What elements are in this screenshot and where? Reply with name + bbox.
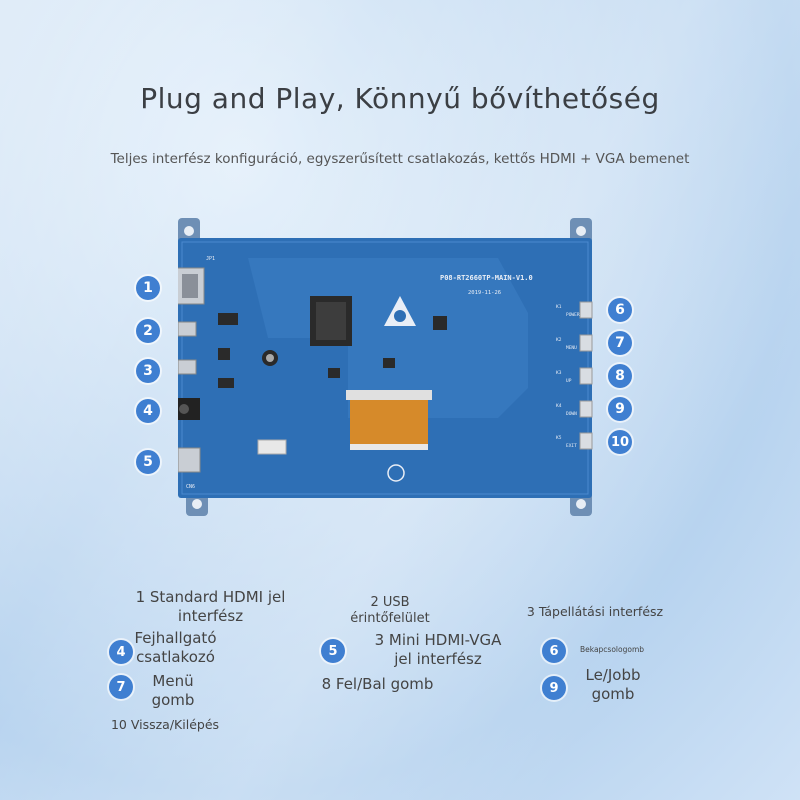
badge-10: 10 (608, 430, 632, 454)
board-date-text: 2019-11-26 (468, 290, 501, 296)
badge-3: 3 (136, 359, 160, 383)
legend-2: 2 USB érintőfelület (350, 595, 430, 627)
badge-9: 9 (608, 397, 632, 421)
board-down-text: DOWN (566, 411, 577, 417)
board-k1-text: K1 (556, 304, 562, 310)
board-menu-text: MENU (566, 345, 577, 351)
pcb-board: P08-RT2660TP-MAIN-V1.0 2019-11-26 JP1 CN… (178, 218, 593, 516)
board-cn6-text: CN6 (186, 484, 195, 490)
page-title: Plug and Play, Könnyű bővíthetőség (140, 82, 660, 115)
board-exit-text: EXIT (566, 443, 577, 449)
badge-1: 1 (136, 276, 160, 300)
legend-3: 3 Tápellátási interfész (526, 604, 664, 619)
legend-badge-6: 6 (542, 639, 566, 663)
legend-1: 1 Standard HDMI jel interfész (135, 588, 286, 625)
legend-8: 8 Fel/Bal gomb (321, 675, 434, 693)
legend-9: Le/Jobb gomb (585, 666, 641, 703)
legend-6: Bekapcsologomb (579, 645, 645, 654)
board-model-text: P08-RT2660TP-MAIN-V1.0 (440, 274, 533, 282)
board-up-text: UP (566, 378, 572, 384)
legend-badge-4: 4 (109, 640, 133, 664)
badge-4: 4 (136, 399, 160, 423)
badge-5: 5 (136, 450, 160, 474)
badge-8: 8 (608, 364, 632, 388)
legend-badge-9: 9 (542, 676, 566, 700)
board-jp1-text: JP1 (206, 256, 215, 262)
badge-6: 6 (608, 298, 632, 322)
badge-7: 7 (608, 331, 632, 355)
board-k4-text: K4 (556, 403, 562, 409)
legend-7: Menü gomb (151, 672, 195, 709)
legend-4: Fejhallgató csatlakozó (134, 629, 217, 666)
page-subtitle: Teljes interfész konfiguráció, egyszerűs… (110, 151, 690, 167)
board-power-text: POWER (566, 312, 580, 318)
legend-badge-5: 5 (321, 639, 345, 663)
legend-badge-7: 7 (109, 675, 133, 699)
legend-10: 10 Vissza/Kilépés (110, 717, 220, 732)
badge-2: 2 (136, 319, 160, 343)
legend-5: 3 Mini HDMI-VGA jel interfész (374, 631, 502, 668)
board-k2-text: K2 (556, 337, 562, 343)
board-k5-text: K5 (556, 435, 562, 441)
board-k3-text: K3 (556, 370, 562, 376)
